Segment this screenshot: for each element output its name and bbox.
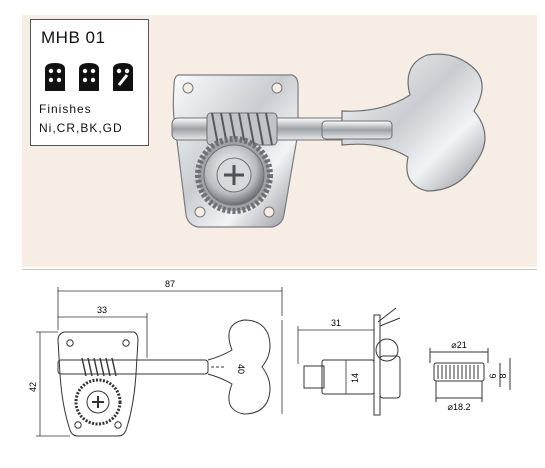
tuner-post-icon-2 xyxy=(79,63,99,91)
technical-drawing-panel: 87 33 42 40 31 14 xyxy=(22,269,537,463)
dim-button-height: 40 xyxy=(236,364,246,374)
screw-hole-top-right xyxy=(271,82,283,94)
post-gear xyxy=(195,136,273,214)
worm-gear xyxy=(206,112,278,146)
dim-side-length: 31 xyxy=(331,318,341,328)
spec-box: MHB 01 Finishes xyxy=(30,19,149,146)
dim-plate-height: 42 xyxy=(28,382,38,392)
dim-overall-length: 87 xyxy=(165,279,175,289)
technical-drawing: 87 33 42 40 31 14 xyxy=(28,279,511,437)
tuner-button xyxy=(321,53,486,192)
dim-bushing-h2: 8 xyxy=(498,373,508,378)
side-view xyxy=(303,307,401,416)
side-dimensions xyxy=(297,326,374,394)
dim-post-dia: 14 xyxy=(350,373,360,383)
finishes-list: Ni,CR,BK,GD xyxy=(39,121,123,135)
tuner-photo xyxy=(171,53,486,228)
post-icons xyxy=(41,61,141,93)
front-dimensions xyxy=(36,287,283,437)
product-photo-panel: MHB 01 Finishes xyxy=(22,15,537,267)
screw-hole-bottom-left xyxy=(194,206,206,218)
dim-post-offset: 33 xyxy=(97,305,107,315)
screw-hole-bottom-right xyxy=(263,206,275,218)
bushing-view xyxy=(429,348,511,402)
finishes-label: Finishes xyxy=(39,102,92,116)
dim-bushing-h1: 6 xyxy=(488,373,498,378)
model-code: MHB 01 xyxy=(41,28,106,47)
dim-bushing-top: ⌀21 xyxy=(451,340,466,350)
front-view xyxy=(57,319,271,437)
screw-hole-top-left xyxy=(182,82,194,94)
tuner-post-icon-3 xyxy=(113,63,133,91)
dim-bushing-bottom: ⌀18.2 xyxy=(448,402,471,412)
tuner-post-icon-1 xyxy=(45,63,65,91)
